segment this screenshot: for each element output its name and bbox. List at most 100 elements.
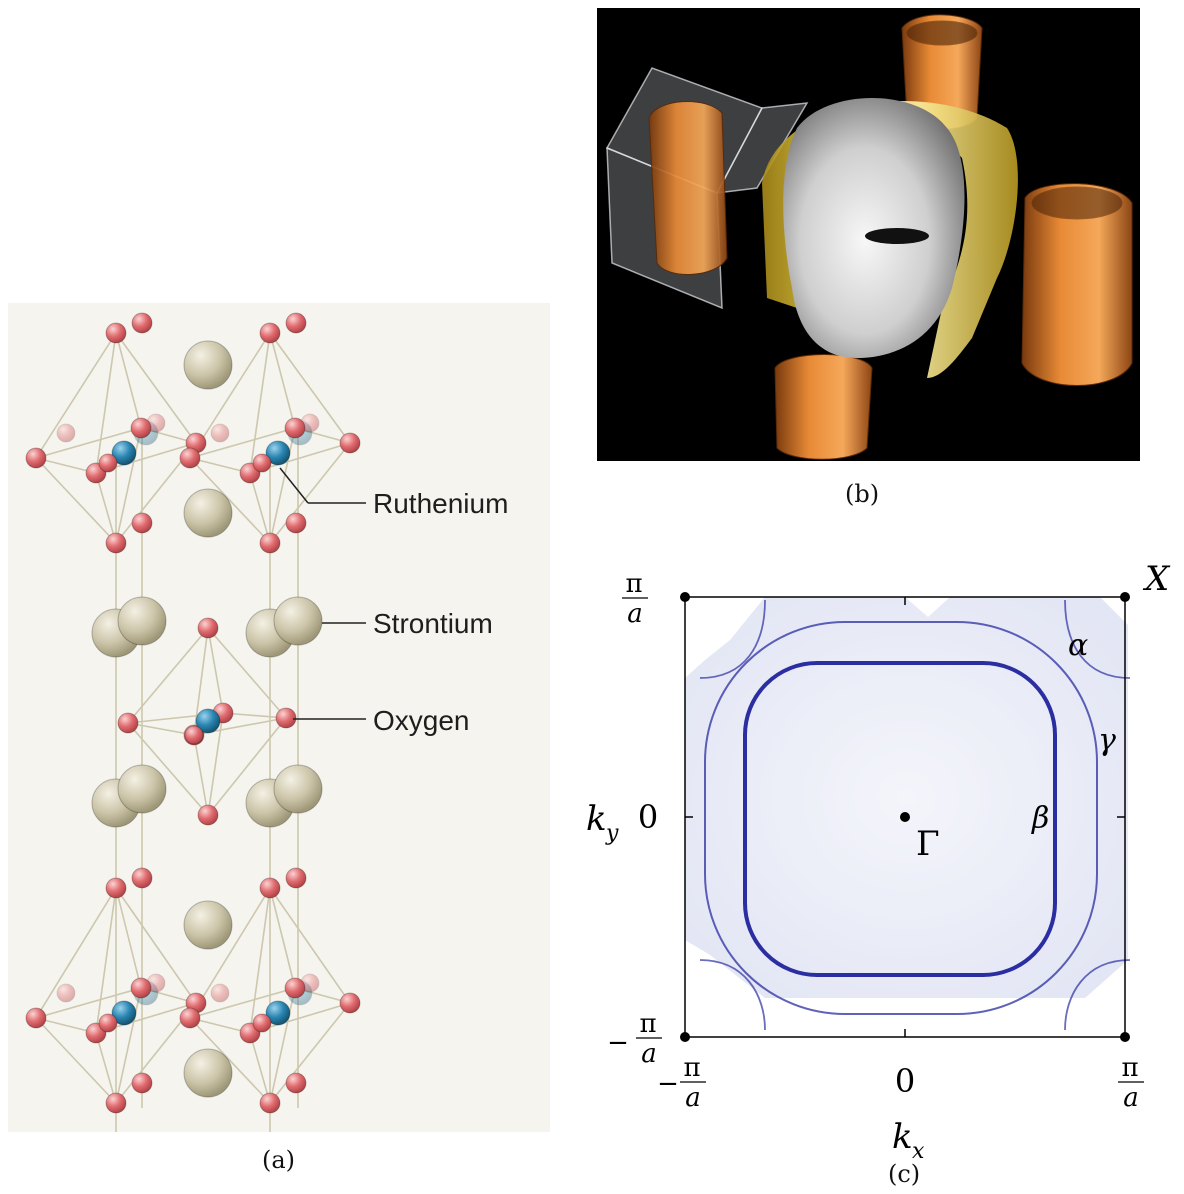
ruthenium-label: Ruthenium bbox=[373, 488, 508, 519]
oxygen-atom bbox=[339, 432, 361, 454]
gamma-label: Γ bbox=[916, 824, 940, 864]
fermi-surface-contours bbox=[699, 599, 1131, 1031]
crystal-structure-panel: Ruthenium Strontium Oxygen bbox=[8, 303, 550, 1135]
label-leaders bbox=[279, 467, 366, 720]
oxygen-atom bbox=[284, 417, 306, 439]
ruthenium-atom bbox=[195, 708, 221, 734]
oxygen-atom bbox=[252, 453, 272, 473]
strontium-label: Strontium bbox=[373, 608, 493, 639]
oxygen-atom bbox=[105, 877, 127, 899]
oxygen-atom bbox=[105, 322, 127, 344]
strontium-atom bbox=[183, 488, 233, 538]
oxygen-atom bbox=[259, 532, 281, 554]
alpha-contour-bl bbox=[699, 959, 766, 1031]
oxygen-atom-back bbox=[56, 423, 76, 443]
oxygen-atom bbox=[252, 1013, 272, 1033]
ruthenium-atom bbox=[265, 1000, 291, 1026]
bond-lines bbox=[35, 332, 351, 1135]
svg-text:−: − bbox=[657, 1069, 679, 1099]
ruthenium-atom bbox=[111, 1000, 137, 1026]
measured-region bbox=[685, 597, 1128, 998]
strontium-atom bbox=[117, 596, 167, 646]
y-tick-zero: 0 bbox=[638, 798, 658, 836]
oxygen-atom bbox=[179, 447, 201, 469]
gamma-sheet-label: γ bbox=[1098, 723, 1116, 758]
svg-text:π: π bbox=[683, 1053, 700, 1083]
oxygen-atom bbox=[197, 617, 219, 639]
oxygen-atom bbox=[25, 1007, 47, 1029]
oxygen-label: Oxygen bbox=[373, 705, 470, 736]
oxygen-atom bbox=[184, 725, 204, 745]
oxygen-atom bbox=[130, 417, 152, 439]
strontium-atom bbox=[273, 764, 323, 814]
oxygen-atom bbox=[98, 453, 118, 473]
oxygen-atom bbox=[285, 512, 307, 534]
oxygen-atom-back bbox=[210, 983, 230, 1003]
oxygen-atom bbox=[131, 867, 153, 889]
beta-contour bbox=[743, 661, 1057, 977]
oxygen-atom bbox=[25, 447, 47, 469]
beta-sheet-opening bbox=[865, 228, 929, 244]
ruthenium-atom bbox=[265, 440, 291, 466]
svg-text:k: k bbox=[892, 1117, 913, 1157]
y-tick-bottom: − π a bbox=[607, 1009, 662, 1069]
ruthenium-atom bbox=[111, 440, 137, 466]
alpha-contour-br bbox=[1064, 959, 1131, 1031]
alpha-sheet-cylinders bbox=[648, 14, 1133, 460]
svg-text:π: π bbox=[639, 1009, 656, 1039]
oxygen-atom-back bbox=[56, 983, 76, 1003]
oxygen-atom bbox=[285, 867, 307, 889]
oxygen-atom bbox=[131, 512, 153, 534]
x-tick-right: π a bbox=[1118, 1053, 1144, 1113]
gamma-point bbox=[900, 812, 910, 822]
oxygen-atom bbox=[98, 1013, 118, 1033]
oxygen-atom bbox=[130, 977, 152, 999]
oxygen-atom bbox=[105, 1092, 127, 1114]
oxygen-atom bbox=[259, 322, 281, 344]
oxygen-atom bbox=[285, 312, 307, 334]
fermi-surface-3d-panel bbox=[597, 8, 1140, 461]
x-tick-left: − π a bbox=[657, 1053, 706, 1113]
y-axis-label: k y bbox=[586, 799, 619, 846]
x-tick-zero: 0 bbox=[895, 1062, 915, 1100]
svg-text:x: x bbox=[912, 1139, 925, 1164]
svg-text:a: a bbox=[1123, 1083, 1139, 1113]
y-tick-top: π a bbox=[622, 569, 648, 629]
oxygen-atom bbox=[284, 977, 306, 999]
gamma-contour bbox=[704, 621, 1098, 1015]
oxygen-atom bbox=[197, 804, 219, 826]
caption-c: (c) bbox=[888, 1160, 921, 1188]
oxygen-atom bbox=[131, 1072, 153, 1094]
oxygen-atom bbox=[275, 707, 297, 729]
beta-label: β bbox=[1031, 801, 1049, 836]
corner-x-label: X bbox=[1142, 560, 1171, 599]
alpha-contour-tl bbox=[699, 599, 766, 679]
crystal-structure-diagram: Ruthenium Strontium Oxygen bbox=[25, 312, 508, 1135]
arpes-fermi-surface-plot: X Γ α β γ k y k x π a 0 − π a − π a 0 π … bbox=[586, 560, 1171, 1164]
strontium-atom bbox=[183, 900, 233, 950]
svg-text:π: π bbox=[1121, 1053, 1138, 1083]
gamma-sheet bbox=[762, 100, 1018, 378]
axis-ticks bbox=[685, 597, 1125, 1037]
oxygen-atom bbox=[339, 992, 361, 1014]
svg-text:k: k bbox=[586, 799, 607, 839]
oxygen-atom bbox=[131, 312, 153, 334]
svg-text:π: π bbox=[625, 569, 642, 599]
alpha-contour-tr bbox=[1064, 599, 1131, 679]
oxygen-atom bbox=[259, 877, 281, 899]
oxygen-atom bbox=[259, 1092, 281, 1114]
oxygen-atom-back bbox=[210, 423, 230, 443]
strontium-atom bbox=[117, 764, 167, 814]
strontium-atom bbox=[183, 340, 233, 390]
svg-text:y: y bbox=[605, 821, 619, 846]
alpha-label: α bbox=[1068, 628, 1088, 663]
beta-sheet bbox=[783, 98, 965, 358]
corner-points bbox=[680, 592, 1130, 1042]
fermi-surface-3d-render bbox=[605, 14, 1133, 460]
caption-b: (b) bbox=[845, 480, 880, 508]
svg-text:−: − bbox=[607, 1028, 629, 1058]
caption-a: (a) bbox=[262, 1146, 296, 1174]
oxygen-atom bbox=[105, 532, 127, 554]
oxygen-atom bbox=[117, 712, 139, 734]
atoms bbox=[25, 312, 361, 1114]
